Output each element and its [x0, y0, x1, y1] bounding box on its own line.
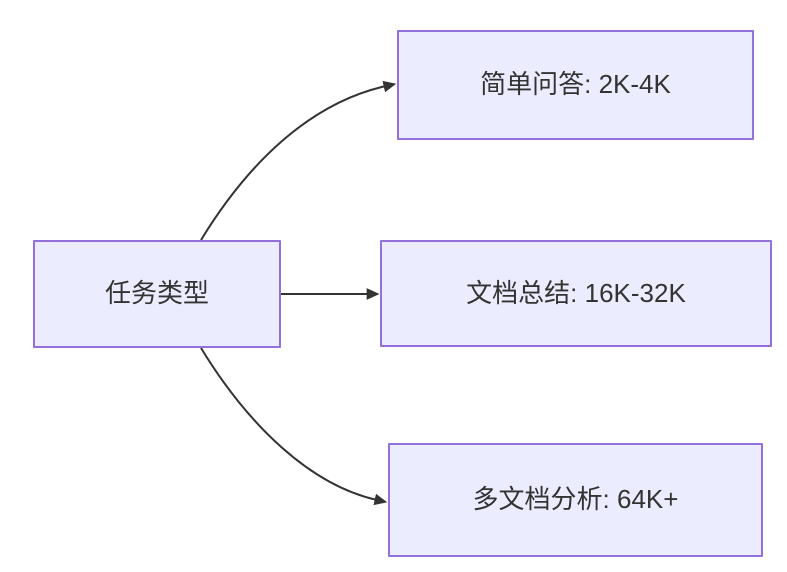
node-simple-qa-label: 简单问答: 2K-4K	[480, 69, 671, 100]
node-multi-doc-label: 多文档分析: 64K+	[472, 484, 679, 515]
edge-task-to-multi-doc	[200, 347, 388, 506]
node-task-type: 任务类型	[33, 240, 281, 348]
node-doc-summary-label: 文档总结: 16K-32K	[466, 277, 686, 308]
node-task-type-label: 任务类型	[104, 278, 209, 309]
edge-task-to-simple-qa	[200, 80, 397, 241]
node-simple-qa: 简单问答: 2K-4K	[397, 30, 754, 140]
node-doc-summary: 文档总结: 16K-32K	[380, 240, 772, 347]
node-multi-doc: 多文档分析: 64K+	[388, 443, 763, 557]
